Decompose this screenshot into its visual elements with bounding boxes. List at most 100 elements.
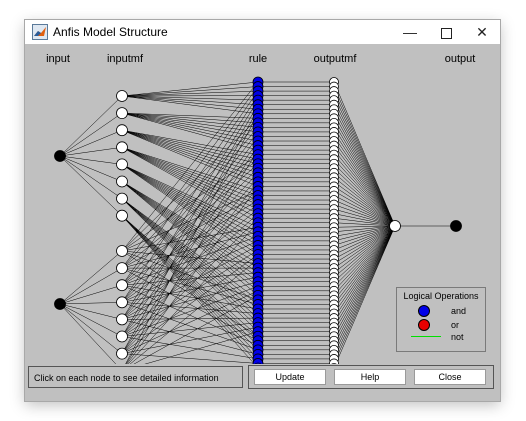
edge-outputmf-output: [333, 163, 396, 227]
edge-mf-rule: [121, 326, 259, 354]
close-button[interactable]: Close: [414, 369, 486, 385]
inputmf-node[interactable]: [116, 313, 128, 326]
edge-input-mf: [59, 95, 123, 157]
inputmf-node[interactable]: [116, 279, 128, 292]
edge-outputmf-output: [333, 177, 396, 227]
edge-outputmf-output: [333, 118, 396, 227]
edge-outputmf-output: [333, 113, 396, 227]
rule-node[interactable]: [252, 358, 264, 364]
edge-outputmf-output: [333, 90, 396, 227]
inputmf-node[interactable]: [116, 209, 128, 222]
inputmf-node[interactable]: [116, 158, 128, 171]
edge-mf-rule: [121, 181, 259, 292]
edge-outputmf-output: [333, 225, 396, 337]
title-bar: Anfis Model Structure — ✕: [25, 20, 500, 44]
edge-mf-rule: [121, 164, 259, 242]
edge-outputmf-output: [333, 225, 396, 360]
maximize-icon: [440, 27, 452, 39]
edge-mf-rule: [121, 164, 259, 260]
close-window-button[interactable]: ✕: [476, 24, 488, 40]
edge-mf-rule: [121, 267, 259, 341]
button-panel: Update Help Close: [248, 365, 494, 389]
edge-mf-rule: [129, 258, 259, 364]
edge-mf-rule: [121, 215, 259, 337]
edge-mf-rule: [121, 198, 259, 323]
edge-outputmf-output: [333, 204, 396, 227]
logical-operations-legend: Logical Operations and or not: [396, 287, 486, 352]
edge-mf-rule: [133, 295, 259, 364]
inputmf-node[interactable]: [116, 192, 128, 205]
outputmf-node[interactable]: [329, 358, 339, 364]
edge-mf-rule: [121, 164, 259, 251]
edge-mf-rule: [127, 222, 259, 364]
edge-outputmf-output: [333, 225, 396, 341]
rule-node[interactable]: [253, 362, 263, 364]
edge-mf-rule: [121, 177, 259, 337]
maximize-button[interactable]: [428, 20, 464, 44]
edge-mf-rule: [121, 112, 259, 119]
inputmf-node[interactable]: [116, 347, 128, 360]
edge-mf-rule: [121, 112, 259, 137]
inputmf-node[interactable]: [116, 107, 128, 119]
inputmf-node[interactable]: [116, 141, 128, 154]
edge-mf-rule: [121, 181, 259, 264]
legend-title: Logical Operations: [403, 291, 479, 301]
edge-input-mf: [59, 155, 123, 199]
edge-outputmf-output: [333, 225, 396, 255]
edge-input-mf: [59, 155, 123, 165]
edge-outputmf-output: [333, 225, 396, 237]
edge-outputmf-output: [333, 225, 396, 319]
edge-mf-rule: [121, 95, 259, 115]
update-button[interactable]: Update: [254, 369, 326, 385]
inputmf-node[interactable]: [116, 90, 128, 102]
edge-mf-rule: [121, 147, 259, 205]
edge-mf-rule: [121, 112, 259, 124]
edge-outputmf-output: [333, 225, 396, 296]
inputmf-node[interactable]: [116, 124, 128, 137]
inputmf-node[interactable]: [116, 175, 128, 188]
edge-outputmf-output: [333, 225, 396, 260]
outputmf-node[interactable]: [330, 363, 339, 365]
inputmf-node[interactable]: [116, 330, 128, 343]
edge-mf-rule: [121, 164, 259, 228]
minimize-button[interactable]: —: [403, 24, 417, 40]
input-node-2[interactable]: [54, 298, 66, 310]
edge-outputmf-output: [333, 186, 396, 227]
edge-mf-rule: [121, 112, 259, 151]
edge-input-mf: [59, 129, 123, 157]
edge-mf-rule: [121, 158, 259, 269]
edge-mf-rule: [121, 86, 259, 97]
edge-outputmf-output: [333, 181, 396, 227]
edge-mf-rule: [121, 164, 259, 255]
inputmf-node[interactable]: [116, 245, 128, 257]
edge-input-mf: [59, 250, 123, 305]
edge-input-mf: [59, 267, 123, 305]
inputmf-node[interactable]: [116, 262, 128, 275]
edge-mf-rule: [121, 95, 259, 105]
aggregation-node[interactable]: [389, 220, 401, 232]
edge-mf-rule: [121, 181, 259, 287]
edge-outputmf-output: [333, 225, 396, 233]
edge-mf-rule: [121, 250, 259, 301]
edge-mf-rule: [121, 164, 259, 233]
edge-mf-rule: [121, 129, 259, 183]
edge-outputmf-output: [333, 131, 396, 227]
edge-mf-rule: [121, 129, 259, 155]
input-node-1[interactable]: [54, 150, 66, 162]
edge-mf-rule: [121, 104, 259, 337]
edge-outputmf-output: [333, 225, 396, 228]
edge-mf-rule: [121, 147, 259, 214]
edge-mf-rule: [121, 353, 259, 364]
edge-mf-rule: [121, 215, 255, 364]
edge-mf-rule: [121, 215, 259, 341]
inputmf-node[interactable]: [116, 296, 128, 309]
edge-mf-rule: [121, 147, 259, 219]
edge-mf-rule: [121, 198, 259, 314]
edge-mf-rule: [121, 319, 259, 355]
edge-outputmf-output: [333, 213, 396, 227]
edge-mf-rule: [121, 254, 259, 354]
edge-outputmf-output: [333, 100, 396, 227]
output-node[interactable]: [450, 220, 462, 232]
help-button[interactable]: Help: [334, 369, 406, 385]
edge-outputmf-output: [333, 225, 396, 287]
